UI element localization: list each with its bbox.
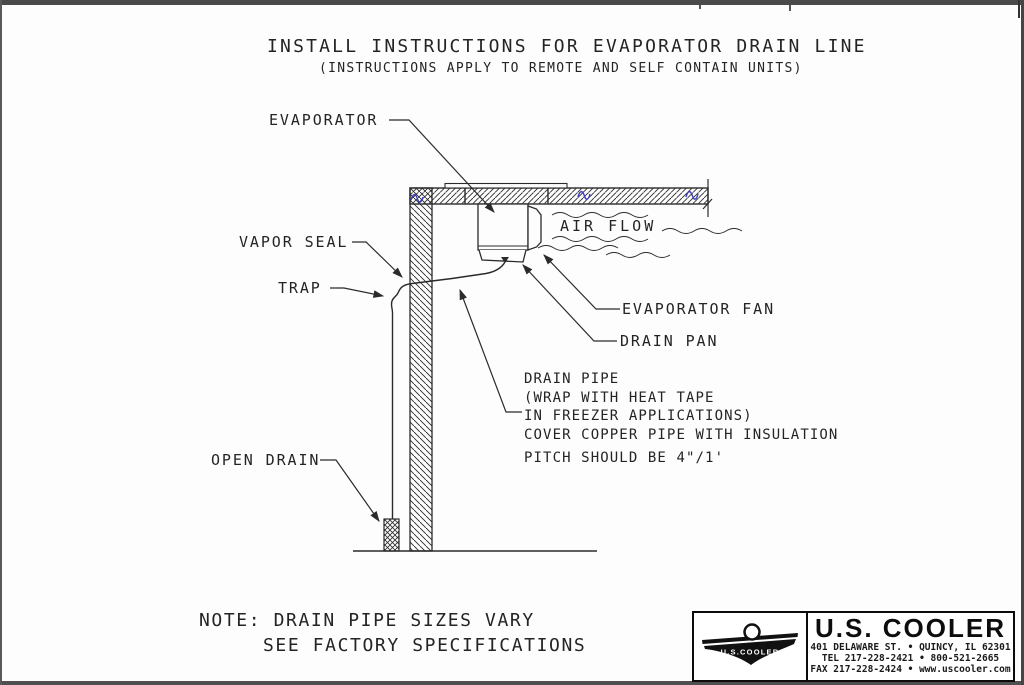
ceiling-hatch xyxy=(409,187,709,205)
wall-hatch xyxy=(409,187,433,552)
frame-tick-2 xyxy=(789,5,791,11)
frame-top xyxy=(0,0,1024,5)
company-address: 401 DELAWARE ST. • QUINCY, IL 62301 xyxy=(810,642,1011,653)
us-cooler-logo-icon: U.S.COOLER xyxy=(702,622,798,665)
leader-evaporator-fan xyxy=(543,254,620,310)
page-title: INSTALL INSTRUCTIONS FOR EVAPORATOR DRAI… xyxy=(267,36,867,57)
ceiling-panel-joints xyxy=(464,188,549,204)
open-drain-shape xyxy=(383,518,400,552)
company-phone: TEL 217-228-2421 • 800-521-2665 xyxy=(821,653,1000,664)
drain-pipe-note-line: (WRAP WITH HEAT TAPE xyxy=(524,389,715,406)
label-open-drain: OPEN DRAIN xyxy=(211,451,321,469)
evaporator-box xyxy=(477,203,529,251)
drain-pipe-note: DRAIN PIPE (WRAP WITH HEAT TAPE IN FREEZ… xyxy=(524,370,838,444)
factory-note-line1: NOTE: DRAIN PIPE SIZES VARY xyxy=(199,610,535,631)
label-evaporator: EVAPORATOR xyxy=(269,111,379,129)
company-info: U.S. COOLER 401 DELAWARE ST. • QUINCY, I… xyxy=(808,613,1013,680)
label-vapor-seal: VAPOR SEAL xyxy=(239,233,349,251)
company-fax: FAX 217-228-2424 • www.uscooler.com xyxy=(810,664,1011,675)
page-subtitle: (INSTRUCTIONS APPLY TO REMOTE AND SELF C… xyxy=(319,61,803,76)
drain-pan-shape xyxy=(478,249,527,263)
label-drain-pan: DRAIN PAN xyxy=(620,332,719,350)
logo-cell: U.S.COOLER xyxy=(694,613,808,680)
frame-tick-1 xyxy=(699,5,701,9)
frame-left xyxy=(0,0,2,685)
drain-pipe-note-line: COVER COPPER PIPE WITH INSULATION xyxy=(524,426,839,443)
fan-shroud-shape xyxy=(527,205,542,251)
label-trap: TRAP xyxy=(278,279,322,297)
air-flow-waves xyxy=(537,212,743,258)
leader-open-drain xyxy=(320,459,380,522)
label-evaporator-fan: EVAPORATOR FAN xyxy=(622,300,776,318)
mounting-plate xyxy=(444,182,568,189)
frame-bottom xyxy=(0,681,1024,685)
label-air-flow: AIR FLOW xyxy=(560,217,657,235)
leader-vapor-seal xyxy=(352,241,403,278)
pitch-note: PITCH SHOULD BE 4"/1' xyxy=(524,450,725,466)
drain-pipe-line xyxy=(390,261,506,519)
drain-pipe-note-line: DRAIN PIPE xyxy=(524,371,620,387)
drain-pipe-note-line: IN FREEZER APPLICATIONS) xyxy=(524,408,753,424)
title-block: U.S.COOLER U.S. COOLER 401 DELAWARE ST. … xyxy=(692,611,1015,682)
leader-trap xyxy=(330,287,385,298)
leader-drain-pan xyxy=(522,264,617,342)
frame-right xyxy=(1021,0,1024,685)
ceiling-break-slash xyxy=(702,198,713,210)
frame-corner-mark xyxy=(1018,0,1020,18)
drain-fitting-mark xyxy=(501,257,509,263)
company-name: U.S. COOLER xyxy=(814,613,1006,643)
blue-squiggle-marks xyxy=(410,190,699,203)
leader-evaporator xyxy=(389,119,495,213)
factory-note-line2: SEE FACTORY SPECIFICATIONS xyxy=(263,635,587,656)
leader-drain-pipe xyxy=(459,288,522,413)
logo-text: U.S.COOLER xyxy=(721,647,780,656)
